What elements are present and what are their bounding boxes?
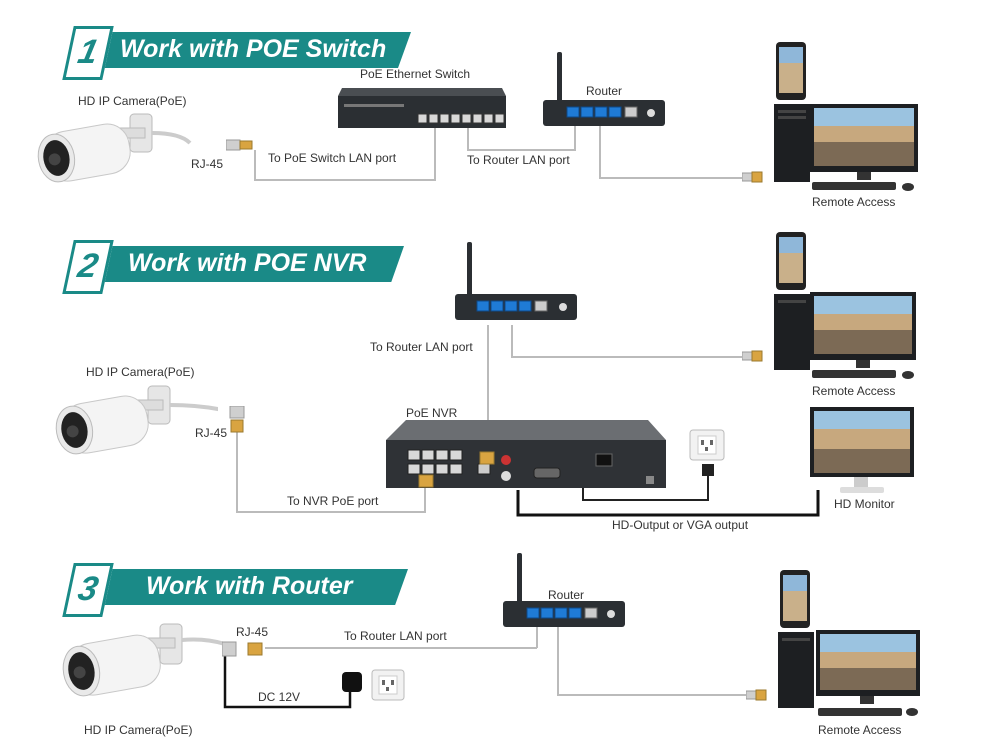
power-adapter-icon <box>342 672 362 692</box>
nvr-label: PoE NVR <box>406 406 458 420</box>
cable-router-to-pc <box>599 125 745 179</box>
rj45-connector-icon <box>479 451 495 465</box>
remote-3-label: Remote Access <box>818 723 902 737</box>
section-3-banner: 3 Work with Router <box>62 563 410 617</box>
desktop-pc-icon <box>774 232 916 379</box>
camera-2-label: HD IP Camera(PoE) <box>86 365 195 379</box>
power-cable-nvr <box>582 465 709 501</box>
section-2-title: Work with POE NVR <box>128 249 367 277</box>
cable-switch-to-router <box>467 125 576 151</box>
hd-monitor-label: HD Monitor <box>834 497 895 511</box>
to-nvr-label: To NVR PoE port <box>287 494 379 508</box>
router-icon <box>543 52 665 126</box>
hdmi-cable <box>516 490 820 517</box>
monitor-icon <box>810 407 914 493</box>
camera-3-label: HD IP Camera(PoE) <box>84 723 193 737</box>
cable-camera2-to-nvr <box>236 432 426 513</box>
camera-1-label: HD IP Camera(PoE) <box>78 94 187 108</box>
rj45-connector-icon <box>222 641 263 657</box>
remote-2-label: Remote Access <box>812 384 896 398</box>
cable-router2-to-pc <box>511 325 745 358</box>
power-outlet-icon <box>371 669 405 701</box>
rj45-connector-icon <box>226 139 253 151</box>
rj45-connector-icon <box>229 406 245 433</box>
camera-icon <box>55 385 218 455</box>
desktop-pc-icon <box>778 570 920 716</box>
router-icon <box>503 553 625 627</box>
dc-power-cable <box>223 652 352 709</box>
camera-icon <box>37 113 192 183</box>
section-3-title: Work with Router <box>146 572 353 600</box>
remote-1-label: Remote Access <box>812 195 896 209</box>
router-1-label: Router <box>586 84 623 98</box>
desktop-pc-icon <box>774 42 918 191</box>
rj45-connector-icon <box>742 350 763 362</box>
section-2-banner: 2 Work with POE NVR <box>62 240 406 294</box>
section-1-title: Work with POE Switch <box>120 35 387 63</box>
dc-label: DC 12V <box>258 690 301 704</box>
router-icon <box>455 242 577 320</box>
section-1-banner: 1 Work with POE Switch <box>62 26 413 80</box>
nvr-icon <box>386 420 666 488</box>
cable-camera-to-switch <box>254 128 436 181</box>
poe-switch-label: PoE Ethernet Switch <box>360 67 471 81</box>
poe-switch-icon <box>338 88 506 128</box>
hd-output-label: HD-Output or VGA output <box>612 518 749 532</box>
to-switch-label: To PoE Switch LAN port <box>268 151 397 165</box>
to-router-2-label: To Router LAN port <box>370 340 473 354</box>
rj45-connector-icon <box>746 689 767 701</box>
rj45-connector-icon <box>418 474 434 488</box>
rj45-3-label: RJ-45 <box>236 625 269 639</box>
rj45-connector-icon <box>742 171 763 183</box>
rj45-1-label: RJ-45 <box>191 157 224 171</box>
to-router-1-label: To Router LAN port <box>467 153 570 167</box>
to-router-3-label: To Router LAN port <box>344 629 447 643</box>
camera-icon <box>62 623 226 697</box>
cable-router3-to-pc <box>557 624 748 696</box>
power-outlet-icon <box>689 429 725 476</box>
rj45-2-label: RJ-45 <box>195 426 228 440</box>
router-3-label: Router <box>548 588 585 602</box>
